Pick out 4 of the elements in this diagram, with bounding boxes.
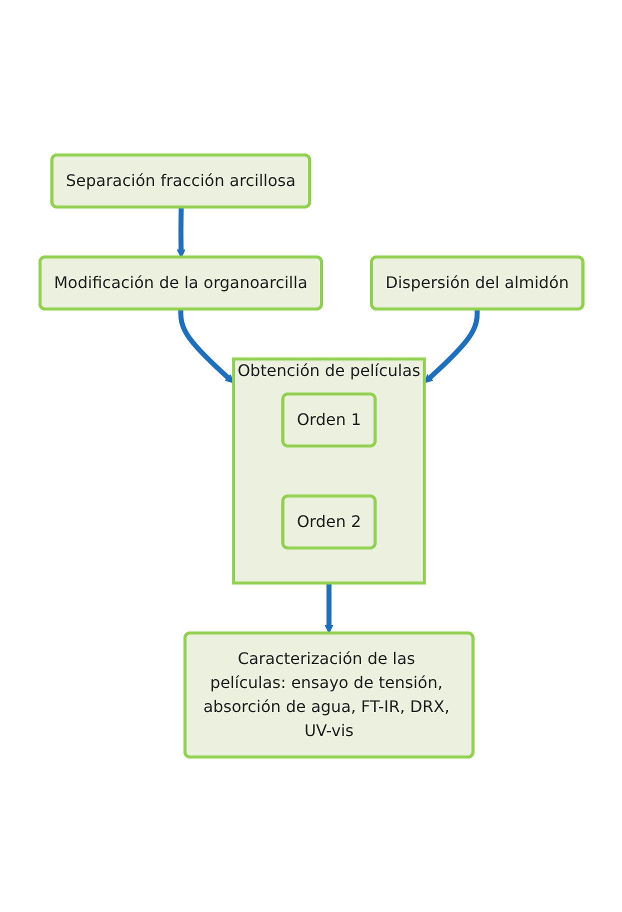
arrow [178,309,234,384]
arrow [176,207,186,258]
arrow [324,583,333,634]
arrow [424,309,480,384]
